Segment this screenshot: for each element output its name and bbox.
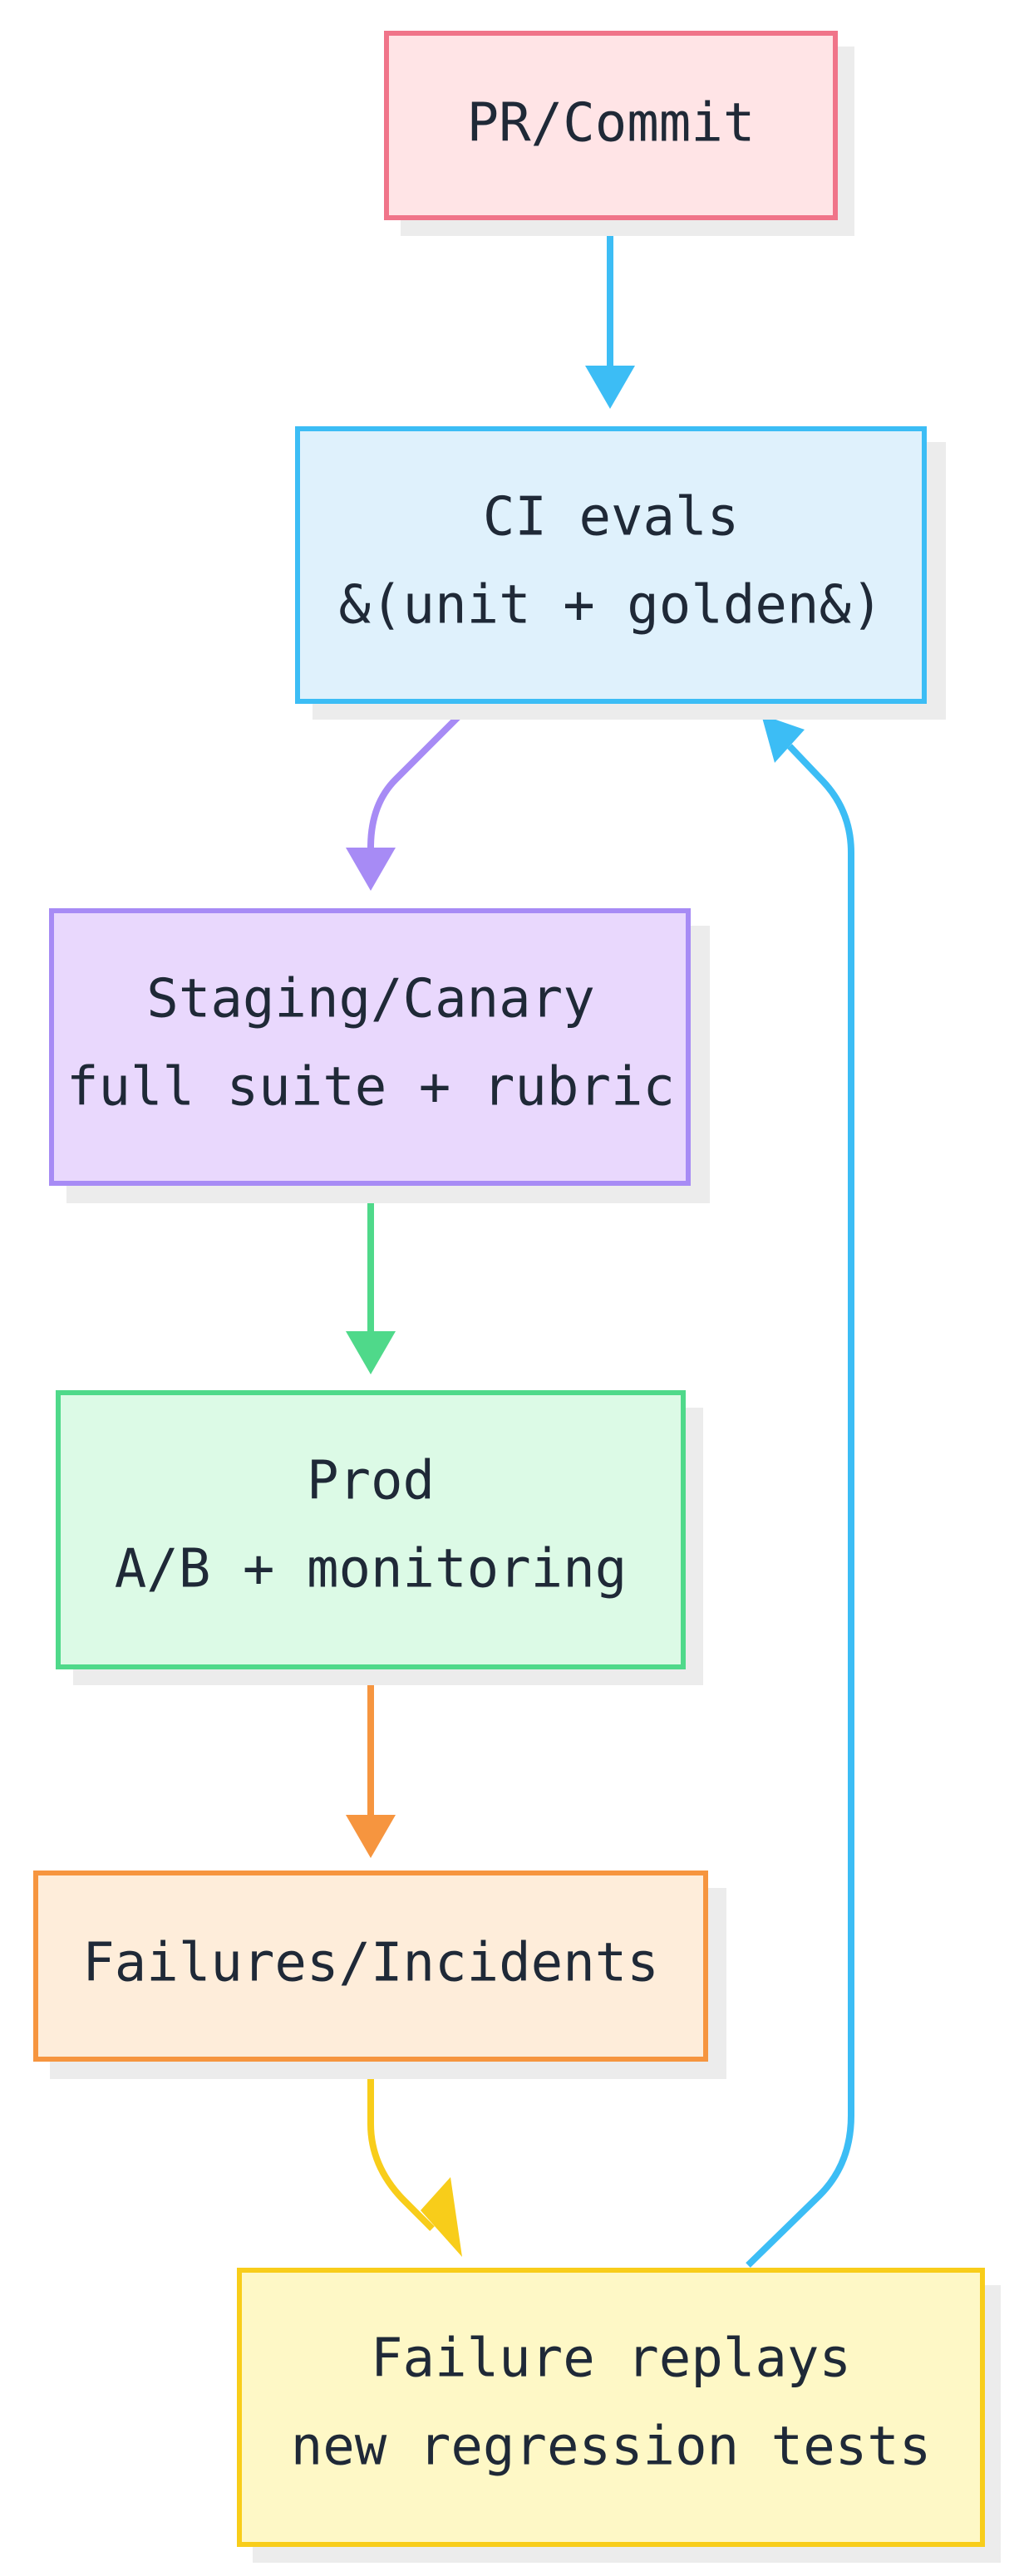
node-pr-commit-box [384, 31, 838, 220]
node-failures-incidents: Failures/Incidents [33, 1871, 726, 2079]
edge-staging-to-prod-arrowhead [346, 1331, 396, 1374]
node-staging-canary-line2: full suite + rubric [66, 1057, 675, 1118]
edge-failures-to-replays [367, 2061, 462, 2257]
node-pr-commit-label: PR/Commit [467, 93, 756, 155]
node-prod-line2: A/B + monitoring [115, 1539, 628, 1600]
edge-replays-to-ci-line [746, 744, 854, 2268]
edge-replays-to-ci-arrowhead [761, 715, 805, 763]
node-failure-replays-line2: new regression tests [291, 2416, 932, 2478]
edge-failures-to-replays-line [367, 2061, 435, 2231]
edge-replays-to-ci [746, 715, 854, 2268]
edge-ci-to-staging-line [367, 701, 475, 848]
node-failure-replays-box [237, 2268, 985, 2547]
node-ci-evals-line1: CI evals [483, 487, 739, 548]
node-staging-canary-box [49, 908, 691, 1186]
node-staging-canary: Staging/Canary full suite + rubric [49, 908, 710, 1203]
edge-ci-to-staging-arrowhead [346, 848, 396, 891]
node-failures-incidents-label: Failures/Incidents [82, 1933, 659, 1994]
edge-prod-to-failures [346, 1667, 396, 1858]
node-failure-replays-line1: Failure replays [371, 2328, 851, 2390]
node-staging-canary-line1: Staging/Canary [146, 969, 594, 1030]
node-prod-box [56, 1390, 686, 1669]
node-ci-evals-line2: &(unit + golden&) [338, 575, 883, 637]
node-failure-replays: Failure replays new regression tests [237, 2268, 1001, 2563]
edge-prod-to-failures-arrowhead [346, 1815, 396, 1858]
edge-failures-to-replays-arrowhead [421, 2177, 462, 2257]
edge-staging-to-prod [346, 1185, 396, 1374]
node-failures-incidents-box [33, 1871, 708, 2062]
node-prod-line1: Prod [307, 1451, 435, 1512]
node-ci-evals: CI evals &(unit + golden&) [295, 426, 946, 720]
edge-ci-to-staging [346, 701, 475, 891]
node-prod: Prod A/B + monitoring [56, 1390, 703, 1685]
node-pr-commit: PR/Commit [384, 31, 854, 236]
edge-pr-to-ci-arrowhead [585, 366, 635, 409]
node-ci-evals-box [295, 426, 927, 704]
edge-pr-to-ci [585, 223, 635, 409]
